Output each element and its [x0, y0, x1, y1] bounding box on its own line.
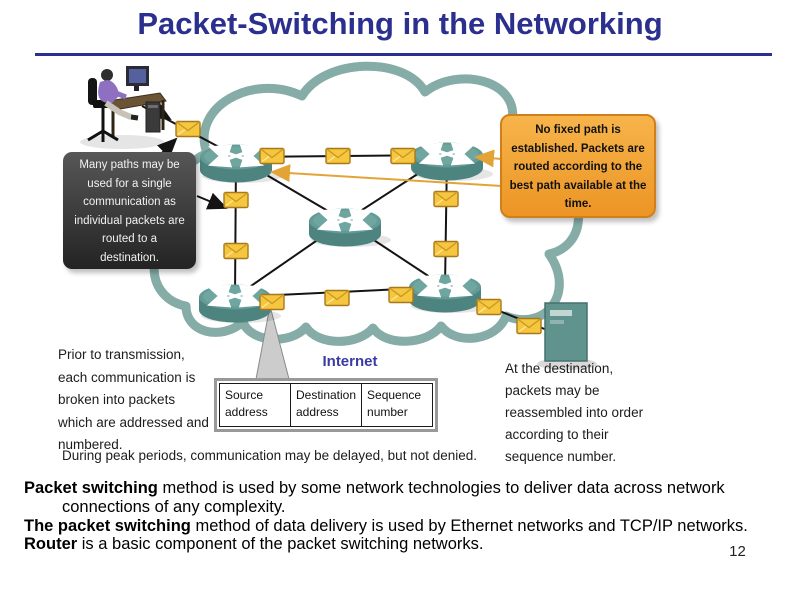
- envelope-icon: [324, 289, 350, 307]
- body-paragraph: Packet switching method is used by some …: [24, 479, 776, 517]
- router-icon: [411, 143, 483, 181]
- workstation-icon: [80, 66, 167, 149]
- body-paragraph: The packet switching method of data deli…: [24, 517, 776, 536]
- internet-label: Internet: [322, 353, 378, 370]
- body-paragraph-lead: Packet switching: [24, 479, 158, 497]
- envelope-icon: [476, 298, 502, 316]
- note-prior-to-transmission: Prior to transmission, each communicatio…: [58, 347, 209, 452]
- envelope-icon: [325, 147, 351, 165]
- table-cell-destination-address: Destination address: [289, 383, 363, 427]
- body-paragraph-rest: method of data delivery is used by Ether…: [190, 516, 748, 535]
- envelope-icon: [259, 147, 285, 165]
- title-underline: [35, 53, 772, 56]
- envelope-icon: [259, 293, 285, 311]
- orange-arrows: [270, 149, 503, 187]
- callout-many-paths: Many paths may be used for a single comm…: [63, 152, 196, 269]
- body-paragraph-rest: is a basic component of the packet switc…: [77, 535, 484, 554]
- slide-title: Packet-Switching in the Networking: [137, 6, 663, 41]
- envelope-icon: [390, 147, 416, 165]
- server-icon: [537, 302, 597, 370]
- body-paragraph-lead: The packet switching: [24, 516, 191, 535]
- body-paragraph-lead: Router: [24, 535, 78, 554]
- note-at-destination: At the destination, packets may be reass…: [505, 361, 644, 464]
- envelope-icon: [223, 242, 249, 260]
- page-number: 12: [729, 543, 746, 560]
- envelope-icon: [223, 191, 249, 209]
- body-text: Packet switching method is used by some …: [24, 479, 776, 554]
- router-icon: [409, 275, 481, 313]
- note-peak-periods: During peak periods, communication may b…: [62, 448, 477, 463]
- router-icon: [309, 209, 381, 247]
- envelope-icon: [516, 317, 542, 335]
- envelope-icon: [175, 120, 201, 138]
- cloud-shape: [149, 61, 583, 346]
- envelope-icon: [388, 286, 414, 304]
- table-cell-sequence-number: Sequence number: [361, 383, 434, 427]
- envelope-icon: [433, 190, 459, 208]
- callout-no-fixed-path: No fixed path is established. Packets ar…: [500, 114, 656, 218]
- packet-table: Source address Destination address Seque…: [214, 378, 438, 432]
- body-paragraph: Router is a basic component of the packe…: [24, 535, 776, 554]
- table-cell-source-address: Source address: [219, 383, 291, 427]
- envelope-icon: [433, 240, 459, 258]
- body-paragraph-rest: method is used by some network technolog…: [62, 479, 725, 516]
